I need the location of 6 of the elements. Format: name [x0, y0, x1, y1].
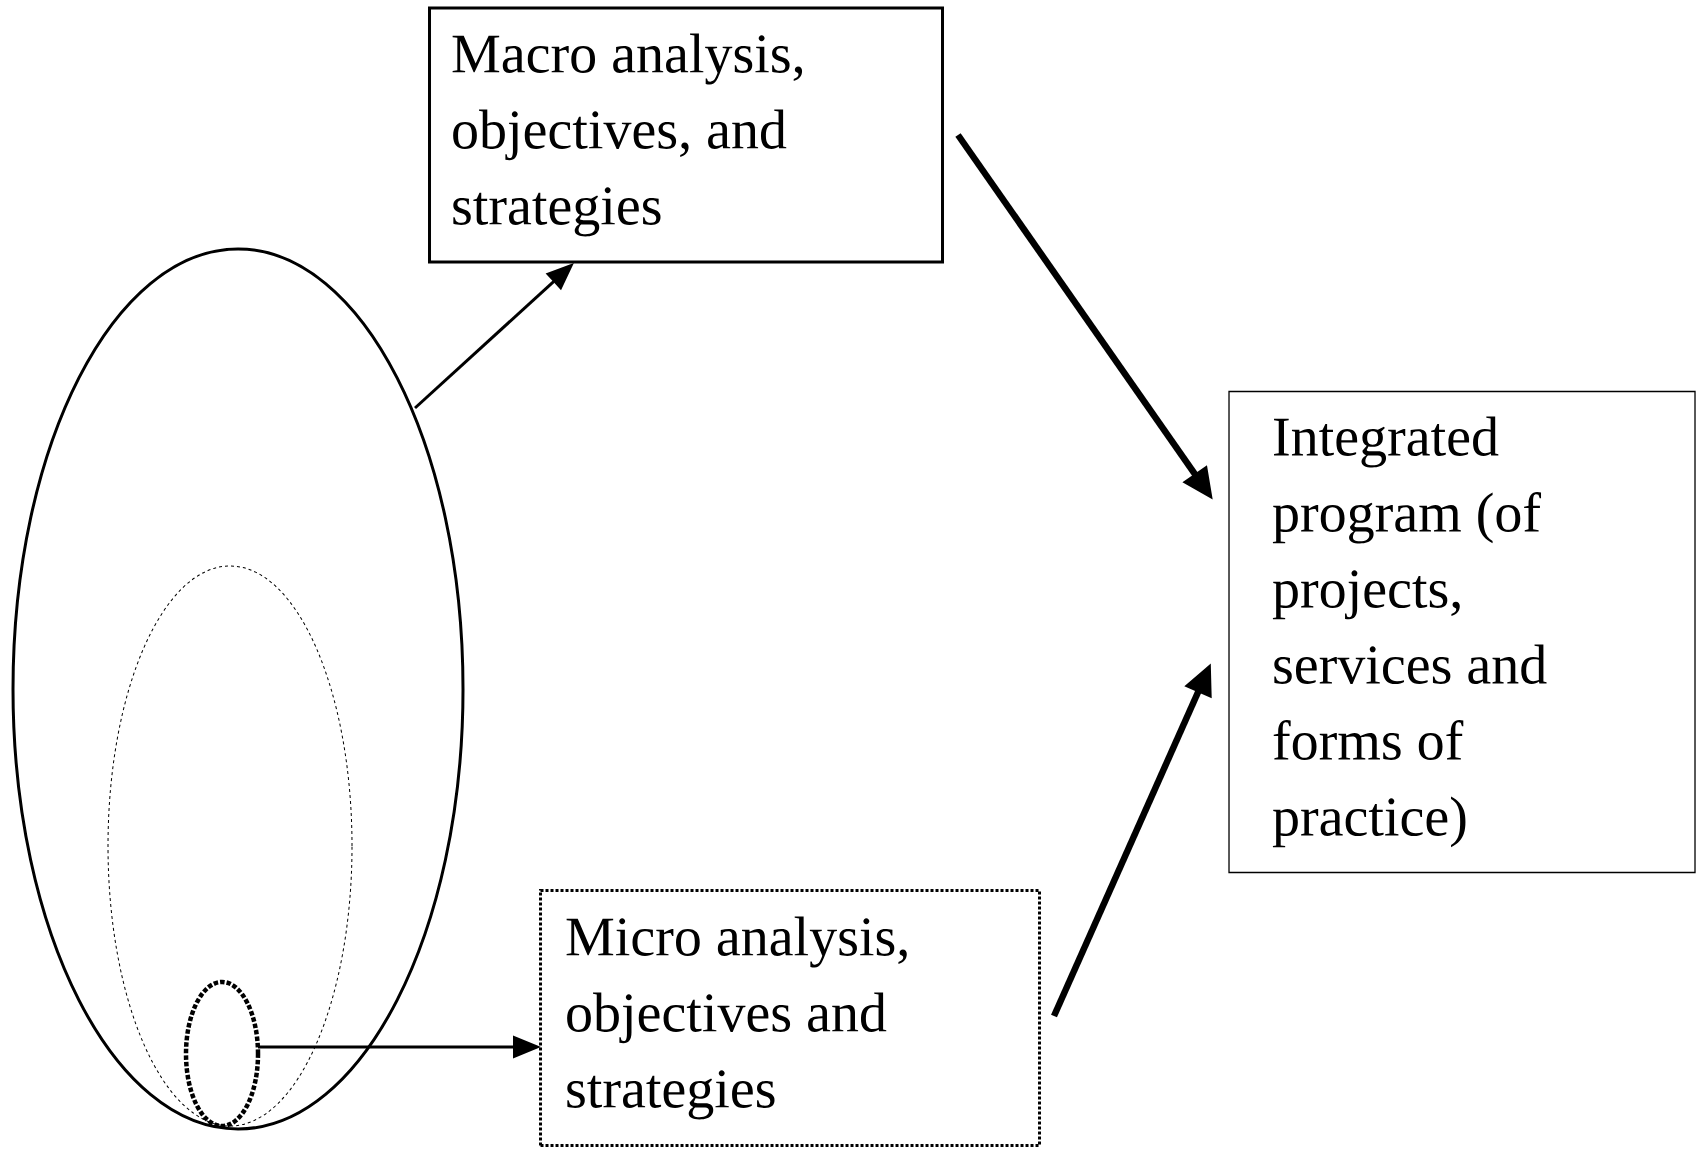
ellipse-shape	[107, 565, 353, 1127]
text-box: Micro analysis, objectives and strategies	[539, 889, 1041, 1147]
text-box: Macro analysis, objectives, and strategies	[428, 6, 944, 264]
ellipse-shape	[11, 247, 465, 1131]
text-box: Integrated program (of projects, services and forms of practice)	[1228, 390, 1696, 874]
ellipse-shape	[183, 979, 261, 1129]
